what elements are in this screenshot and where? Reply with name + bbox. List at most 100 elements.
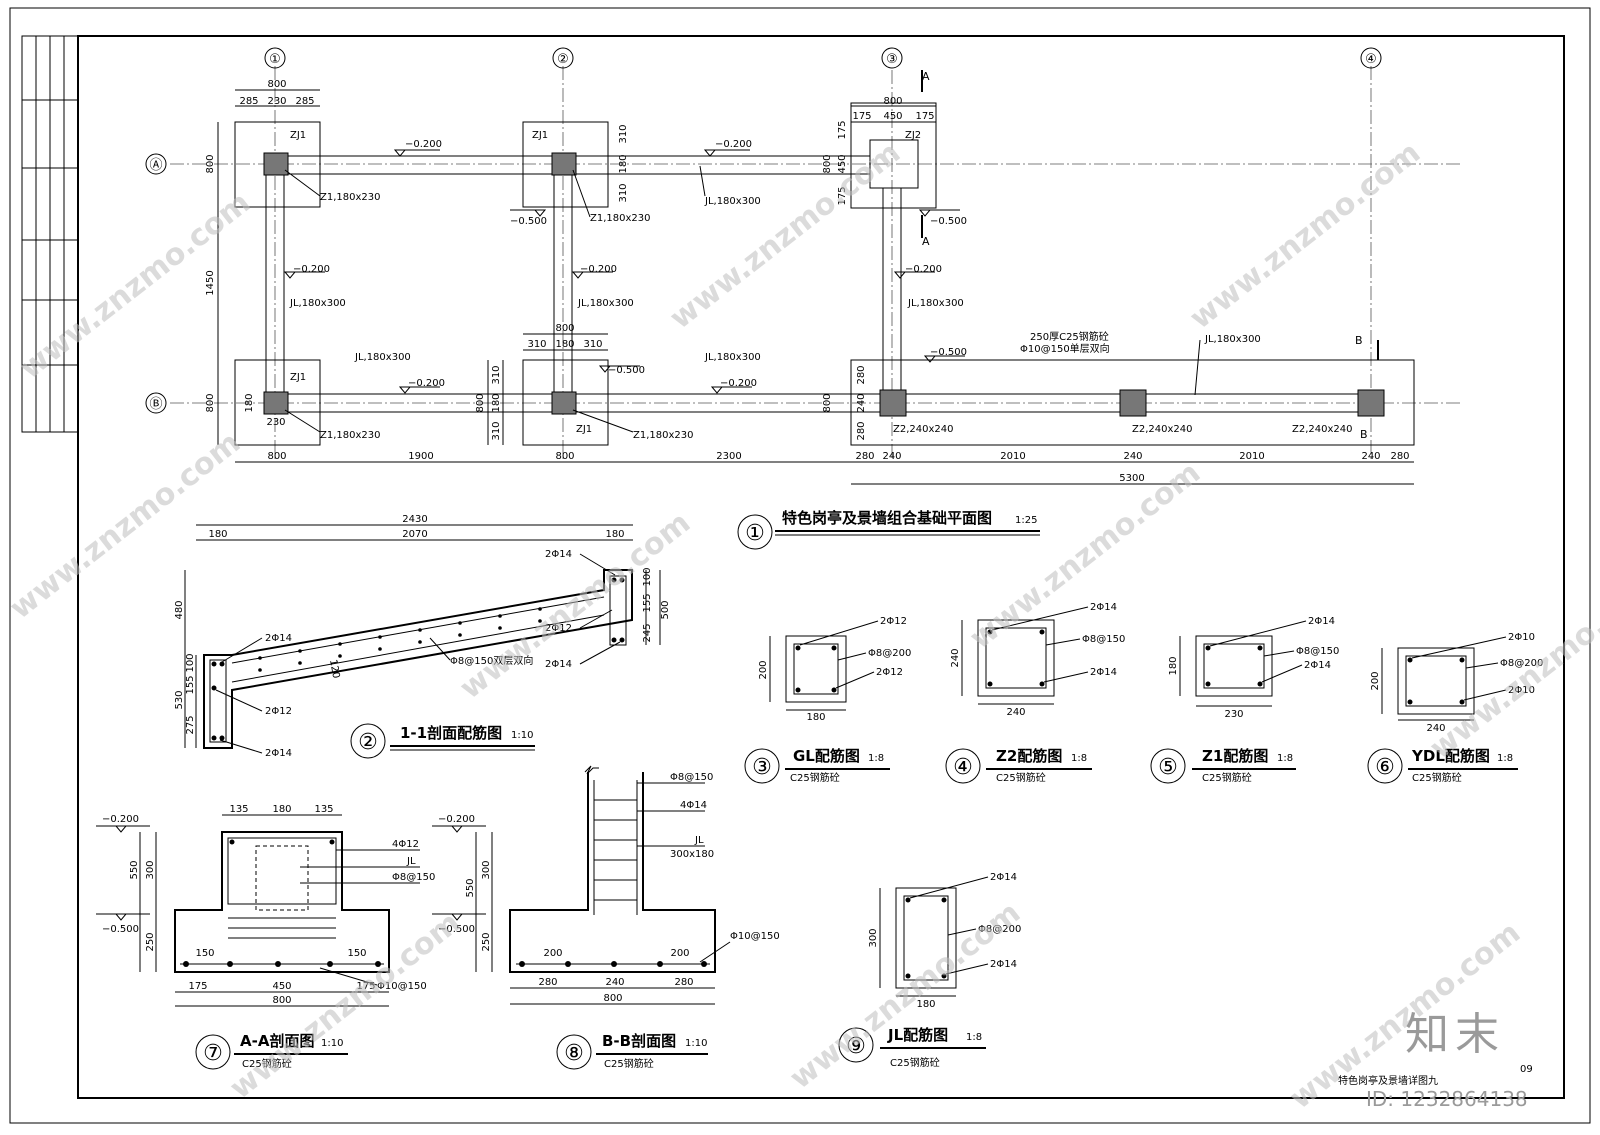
rebar-label: JL [406, 856, 416, 867]
rebar-bottom: 2Φ14 [1304, 660, 1331, 671]
concrete-note: C25钢筋砼 [1202, 771, 1252, 784]
section-number: ⑦ [203, 1041, 223, 1066]
label-z2: Z2,240x240 [893, 424, 953, 435]
dim-500: 500 [660, 600, 671, 619]
foundation-plan: ① ② ③ ④ Ⓐ Ⓑ [145, 47, 1460, 550]
rebar-dots [211, 577, 625, 741]
dim-height: 300 [868, 928, 879, 947]
detail-title: Z2配筋图 [996, 747, 1062, 765]
concrete-note: C25钢筋砼 [890, 1056, 940, 1069]
dim-450: 450 [883, 111, 902, 122]
dim-180: 180 [618, 154, 629, 173]
detail-number: ④ [953, 755, 973, 780]
rebar-dots [519, 961, 707, 967]
sheet-name: 特色岗亭及景墙详图九 [1338, 1074, 1438, 1087]
plan-scale: 1:25 [1015, 515, 1037, 526]
section-mark-b: B [1360, 428, 1368, 441]
concrete-note: C25钢筋砼 [1412, 771, 1462, 784]
elevation-mark: −0.200 [293, 264, 330, 275]
dim-275: 275 [185, 715, 196, 734]
rebar-top: 2Φ10 [1508, 632, 1535, 643]
dim-175: 175 [837, 120, 848, 139]
dim-180: 180 [208, 529, 227, 540]
dim-800: 800 [267, 79, 286, 90]
dim-width: 230 [1224, 709, 1243, 720]
dim-280: 280 [674, 977, 693, 988]
detail-z2: 240 240 2Φ14 Φ8@150 2Φ14 ④ Z2配筋图 1:8 C25… [945, 602, 1125, 784]
elevation-mark: −0.200 [715, 139, 752, 150]
section-scale: 1:10 [511, 730, 533, 741]
rebar-label: 4Φ14 [680, 800, 707, 811]
dim-150: 150 [195, 948, 214, 959]
rebar-label: 2Φ14 [545, 659, 572, 670]
row-a-label: Ⓐ [149, 158, 162, 173]
detail-number: ⑨ [846, 1034, 866, 1059]
label-jl: JL,180x300 [577, 298, 634, 309]
inner-frame [77, 35, 1565, 1099]
concrete-note: C25钢筋砼 [790, 771, 840, 784]
column-z1 [263, 391, 289, 415]
rebar-label: 2Φ14 [545, 549, 572, 560]
wall-footing [850, 359, 1415, 446]
dim-800: 800 [555, 323, 574, 334]
rebar-stirrup: Φ8@200 [1500, 658, 1543, 669]
dim-280: 280 [856, 421, 867, 440]
dim-800: 800 [205, 154, 216, 173]
dim-width: 240 [1426, 723, 1445, 734]
section-title: B-B剖面图 [602, 1032, 676, 1050]
rebar-label: 2Φ14 [265, 748, 292, 759]
watermark-text: www.znzmo.com [663, 135, 907, 336]
dim-450: 450 [272, 981, 291, 992]
section-scale: 1:10 [321, 1038, 343, 1049]
elevation-mark: −0.500 [930, 347, 967, 358]
elevation-mark: −0.200 [408, 378, 445, 389]
column-z1 [551, 152, 577, 176]
label-jl: JL,180x300 [289, 298, 346, 309]
brand-logo: 知末 [1405, 1009, 1505, 1060]
elevation-mark: −0.500 [608, 365, 645, 376]
detail-z1: 180 230 2Φ14 Φ8@150 2Φ14 ⑤ Z1配筋图 1:8 C25… [1150, 616, 1339, 784]
rebar-label: Φ8@150双层双向 [450, 654, 533, 667]
dim-height: 200 [758, 660, 769, 679]
dim-height: 180 [1168, 656, 1179, 675]
dim-100: 100 [642, 567, 653, 586]
dim-180: 180 [244, 393, 255, 412]
dim-530: 530 [174, 690, 185, 709]
label-z1: Z1,180x230 [590, 213, 650, 224]
dim-550: 550 [129, 860, 140, 879]
concrete-note: C25钢筋砼 [242, 1057, 292, 1070]
dim-135: 135 [314, 804, 333, 815]
rebar-bottom: 2Φ14 [1090, 667, 1117, 678]
dim-285: 285 [295, 96, 314, 107]
footing-zj1 [522, 359, 609, 446]
label-jl: JL,180x300 [704, 196, 761, 207]
rebar-label: 2Φ14 [265, 633, 292, 644]
dim-280: 280 [1390, 451, 1409, 462]
dim-800: 800 [883, 96, 902, 107]
elevation-mark: −0.500 [102, 924, 139, 935]
dim-2010: 2010 [1000, 451, 1025, 462]
elevation-mark: −0.200 [720, 378, 757, 389]
label-zj2: ZJ2 [905, 130, 921, 141]
dim-155: 155 [642, 593, 653, 612]
sheet-page: 09 [1520, 1064, 1533, 1075]
dim-310: 310 [583, 339, 602, 350]
dim-240: 240 [1123, 451, 1142, 462]
dim-1900: 1900 [408, 451, 433, 462]
column-z2 [879, 389, 907, 417]
dim-200: 200 [670, 948, 689, 959]
dim-240: 240 [856, 393, 867, 412]
dim-310: 310 [491, 421, 502, 440]
column-z2 [1119, 389, 1147, 417]
dim-550: 550 [465, 878, 476, 897]
dim-480: 480 [174, 600, 185, 619]
dim-180: 180 [272, 804, 291, 815]
section-a-a: 135 180 135 −0.200 −0.500 550 300 250 15… [96, 804, 435, 1070]
dim-2010: 2010 [1239, 451, 1264, 462]
dim-800: 800 [475, 393, 486, 412]
dim-height: 240 [950, 648, 961, 667]
detail-scale: 1:8 [1277, 753, 1293, 764]
dim-180: 180 [491, 393, 502, 412]
dim-175: 175 [852, 111, 871, 122]
